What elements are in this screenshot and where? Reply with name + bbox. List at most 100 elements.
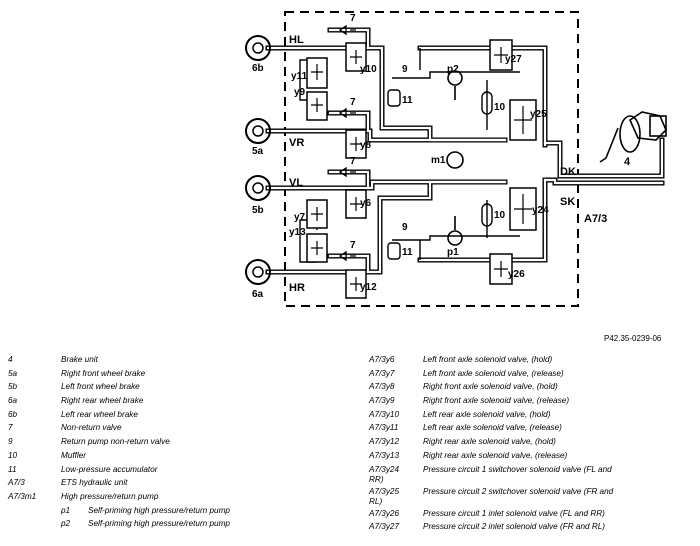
- legend-row: A7/3y12 Right rear axle solenoid valve, (…: [369, 435, 694, 449]
- label-5b: 5b: [252, 205, 264, 216]
- legend-code: 5b: [8, 382, 18, 392]
- legend-row: A7/3 ETS hydraulic unit: [8, 476, 338, 490]
- legend-code: A7/3y27: [369, 522, 400, 532]
- legend-code: A7/3y12: [369, 437, 400, 447]
- mufflers: [481, 91, 493, 227]
- legend-right: A7/3y6 Left front axle solenoid valve, (h…: [369, 353, 694, 534]
- label-7-d: 7: [350, 240, 356, 251]
- label-6a: 6a: [252, 289, 264, 300]
- legend-row: A7/3y10 Left rear axle solenoid valve, (h…: [369, 408, 694, 422]
- legend-description: Right front wheel brake: [61, 368, 146, 378]
- label-vl: VL: [289, 177, 303, 189]
- label-y10: y10: [360, 64, 377, 75]
- legend-row: 4 Brake unit: [8, 353, 338, 367]
- label-sk: SK: [560, 196, 575, 208]
- legend-code: 10: [8, 450, 18, 460]
- legend-description: Right rear wheel brake: [61, 396, 144, 406]
- legend-description: Right rear axle solenoid valve, (release…: [423, 450, 568, 460]
- legend-code: A7/3y24: [369, 464, 400, 474]
- legend-description: Pressure circuit 2 inlet solenoid valve …: [423, 522, 606, 532]
- legend-description: Left front axle solenoid valve, (hold): [423, 355, 553, 364]
- legend-code: A7/3y13: [369, 450, 400, 460]
- legend-code: A7/3y9: [369, 396, 395, 406]
- legend-row: A7/3y27 Pressure circuit 2 inlet solenoid…: [369, 520, 694, 534]
- label-5a: 5a: [252, 146, 264, 157]
- legend-description: Right front axle solenoid valve, (hold): [423, 382, 558, 392]
- legend-code: A7/3y11: [369, 423, 399, 433]
- legend-description: Self-priming high pressure/return pump: [88, 519, 230, 529]
- label-p2: p2: [447, 64, 459, 75]
- legend-left: 4 Brake unit 5a Right front wheel brake 5b Le…: [8, 353, 338, 531]
- label-6b: 6b: [252, 63, 264, 74]
- label-7-a: 7: [350, 13, 356, 24]
- label-a7-3: A7/3: [584, 213, 607, 225]
- legend-code: A7/3y10: [369, 409, 400, 419]
- legend-code: A7/3: [8, 478, 25, 488]
- legend-row: p1 Self-priming high pressure/return pump: [8, 504, 338, 518]
- legend-description: Left rear axle solenoid valve, (release): [423, 423, 562, 433]
- legend-description: Muffler: [61, 450, 87, 460]
- legend-row: 9 Return pump non-return valve: [8, 435, 338, 449]
- legend-code: 5a: [8, 368, 18, 378]
- valve-internals: [311, 47, 532, 291]
- legend-description: Left rear axle solenoid valve, (hold): [423, 409, 551, 419]
- legend-code: 4: [8, 355, 13, 364]
- label-4: 4: [624, 156, 631, 168]
- legend-description: Pressure circuit 1 switchover solenoid v…: [423, 464, 612, 474]
- return-lines: [299, 48, 520, 263]
- legend-description: Right front axle solenoid valve, (releas…: [423, 396, 570, 406]
- legend-description: Low-pressure accumulator: [61, 464, 158, 474]
- label-dk: DK: [560, 166, 576, 178]
- legend-code: A7/3y7: [369, 368, 395, 378]
- label-y27: y27: [505, 54, 522, 65]
- ets-unit-boundary: [284, 11, 579, 307]
- figure-reference: P42.35-0239-06: [604, 334, 662, 343]
- brake-unit: [599, 111, 667, 163]
- label-y6: y6: [360, 198, 372, 209]
- legend-row: A7/3y11 Left rear axle solenoid valve, (r…: [369, 421, 694, 435]
- legend-code: 11: [8, 464, 17, 474]
- legend-description: Left front axle solenoid valve, (release…: [423, 368, 564, 378]
- legend-description-continued: RL): [369, 496, 383, 506]
- legend-description: Brake unit: [61, 355, 98, 364]
- label-11-b: 11: [402, 247, 413, 258]
- label-hl: HL: [289, 34, 304, 46]
- label-y9: y9: [294, 87, 306, 98]
- legend-description: Pressure circuit 2 switchover solenoid v…: [423, 486, 614, 496]
- legend-description: Right rear axle solenoid valve, (hold): [423, 437, 556, 447]
- wheel-brake-5a: [245, 118, 271, 144]
- legend-code: A7/3m1: [8, 491, 37, 501]
- legend-code: A7/3y6: [369, 355, 395, 364]
- legend-description: Left front wheel brake: [61, 382, 140, 392]
- label-11-a: 11: [402, 95, 413, 106]
- legend-code: 9: [8, 437, 13, 447]
- legend-row: A7/3y13 Right rear axle solenoid valve, (…: [369, 449, 694, 463]
- label-7-c: 7: [350, 156, 356, 167]
- low-pressure-accumulators: [387, 89, 401, 260]
- label-y25: y25: [530, 109, 547, 120]
- legend-row: A7/3y6 Left front axle solenoid valve, (h…: [369, 353, 694, 367]
- label-y13: y13: [289, 227, 306, 238]
- label-hr: HR: [289, 282, 305, 294]
- legend-description: Return pump non-return valve: [61, 437, 170, 447]
- legend-row: A7/3y9 Right front axle solenoid valve, (…: [369, 394, 694, 408]
- label-y7: y7: [294, 212, 306, 223]
- legend-code: p1: [61, 505, 71, 515]
- hydraulic-schematic: HL VR VL HR DK SK A7/3 m1 4 6b 5a 5b 6a …: [245, 11, 667, 307]
- legend-description: Non-return valve: [61, 423, 122, 433]
- legend-description: ETS hydraulic unit: [61, 478, 128, 488]
- label-9-a: 9: [402, 64, 408, 75]
- legend-description: Self-priming high pressure/return pump: [88, 505, 230, 515]
- legend-description-continued: RR): [369, 474, 384, 484]
- label-9-b: 9: [402, 222, 408, 233]
- non-return-valves: [338, 24, 356, 262]
- legend-row: 5b Left front wheel brake: [8, 380, 338, 394]
- legend-code: 6b: [8, 409, 18, 419]
- label-y24: y24: [532, 205, 549, 216]
- legend-code: 6a: [8, 396, 18, 406]
- legend-description: Pressure circuit 1 inlet solenoid valve …: [423, 508, 605, 518]
